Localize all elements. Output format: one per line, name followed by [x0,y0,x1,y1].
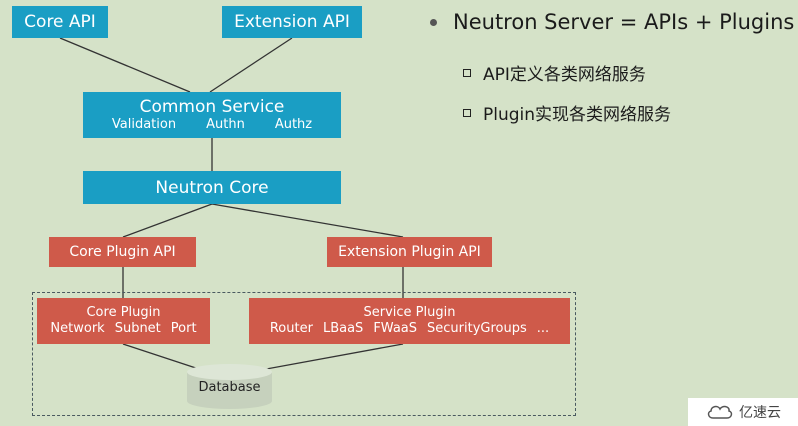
bullet-main-text: Neutron Server = APIs + Plugins [453,10,795,34]
database-label: Database [198,380,261,395]
core-plugin-api-box: Core Plugin API [49,237,196,267]
bullet-sub-text: Plugin实现各类网络服务 [483,105,672,125]
common-service-item: Validation [111,117,177,132]
square-bullet-icon [463,108,471,117]
service-plugin-item: ... [536,321,550,336]
bullet-dot-icon [430,18,437,26]
common-service-title: Common Service [139,97,285,117]
core-api-box: Core API [12,6,108,38]
service-plugin-item: Router [269,321,313,336]
core-plugin-item: Subnet [114,321,161,336]
extension-api-box: Extension API [222,6,362,38]
extension-plugin-api-label: Extension Plugin API [338,244,481,260]
bullet-sub-item: API定义各类网络服务 [463,60,646,85]
core-plugin-items: Network Subnet Port [50,321,196,337]
service-plugin-item: LBaaS [322,321,364,336]
extension-plugin-api-box: Extension Plugin API [327,237,492,267]
neutron-core-box: Neutron Core [83,171,341,204]
service-plugin-item: FWaaS [373,321,417,336]
watermark: 亿速云 [688,398,798,426]
bullet-sub-item: Plugin实现各类网络服务 [463,100,671,125]
service-plugin-items: Router LBaaS FWaaS SecurityGroups ... [270,321,549,337]
common-service-item: Authz [274,117,313,132]
core-plugin-title: Core Plugin [86,305,161,320]
service-plugin-item: SecurityGroups [427,321,527,336]
neutron-core-label: Neutron Core [155,177,269,198]
service-plugin-box: Service Plugin Router LBaaS FWaaS Securi… [249,298,570,344]
core-plugin-item: Port [170,321,197,336]
database-cylinder-icon [187,364,272,409]
bullet-sub-text: API定义各类网络服务 [483,65,646,85]
common-service-item: Authn [206,117,245,132]
square-bullet-icon [463,68,471,77]
watermark-text: 亿速云 [739,405,781,421]
core-plugin-item: Network [50,321,105,336]
common-service-box: Common Service Validation Authn Authz [83,92,341,138]
service-plugin-title: Service Plugin [363,305,456,320]
common-service-items: Validation Authn Authz [112,117,312,133]
extension-api-label: Extension API [234,12,350,32]
core-plugin-box: Core Plugin Network Subnet Port [37,298,210,344]
bullet-main: Neutron Server = APIs + Plugins [430,10,794,34]
core-api-label: Core API [24,12,96,32]
cloud-logo-icon [707,405,733,419]
plugin-group-frame [32,292,576,416]
core-plugin-api-label: Core Plugin API [69,244,176,260]
